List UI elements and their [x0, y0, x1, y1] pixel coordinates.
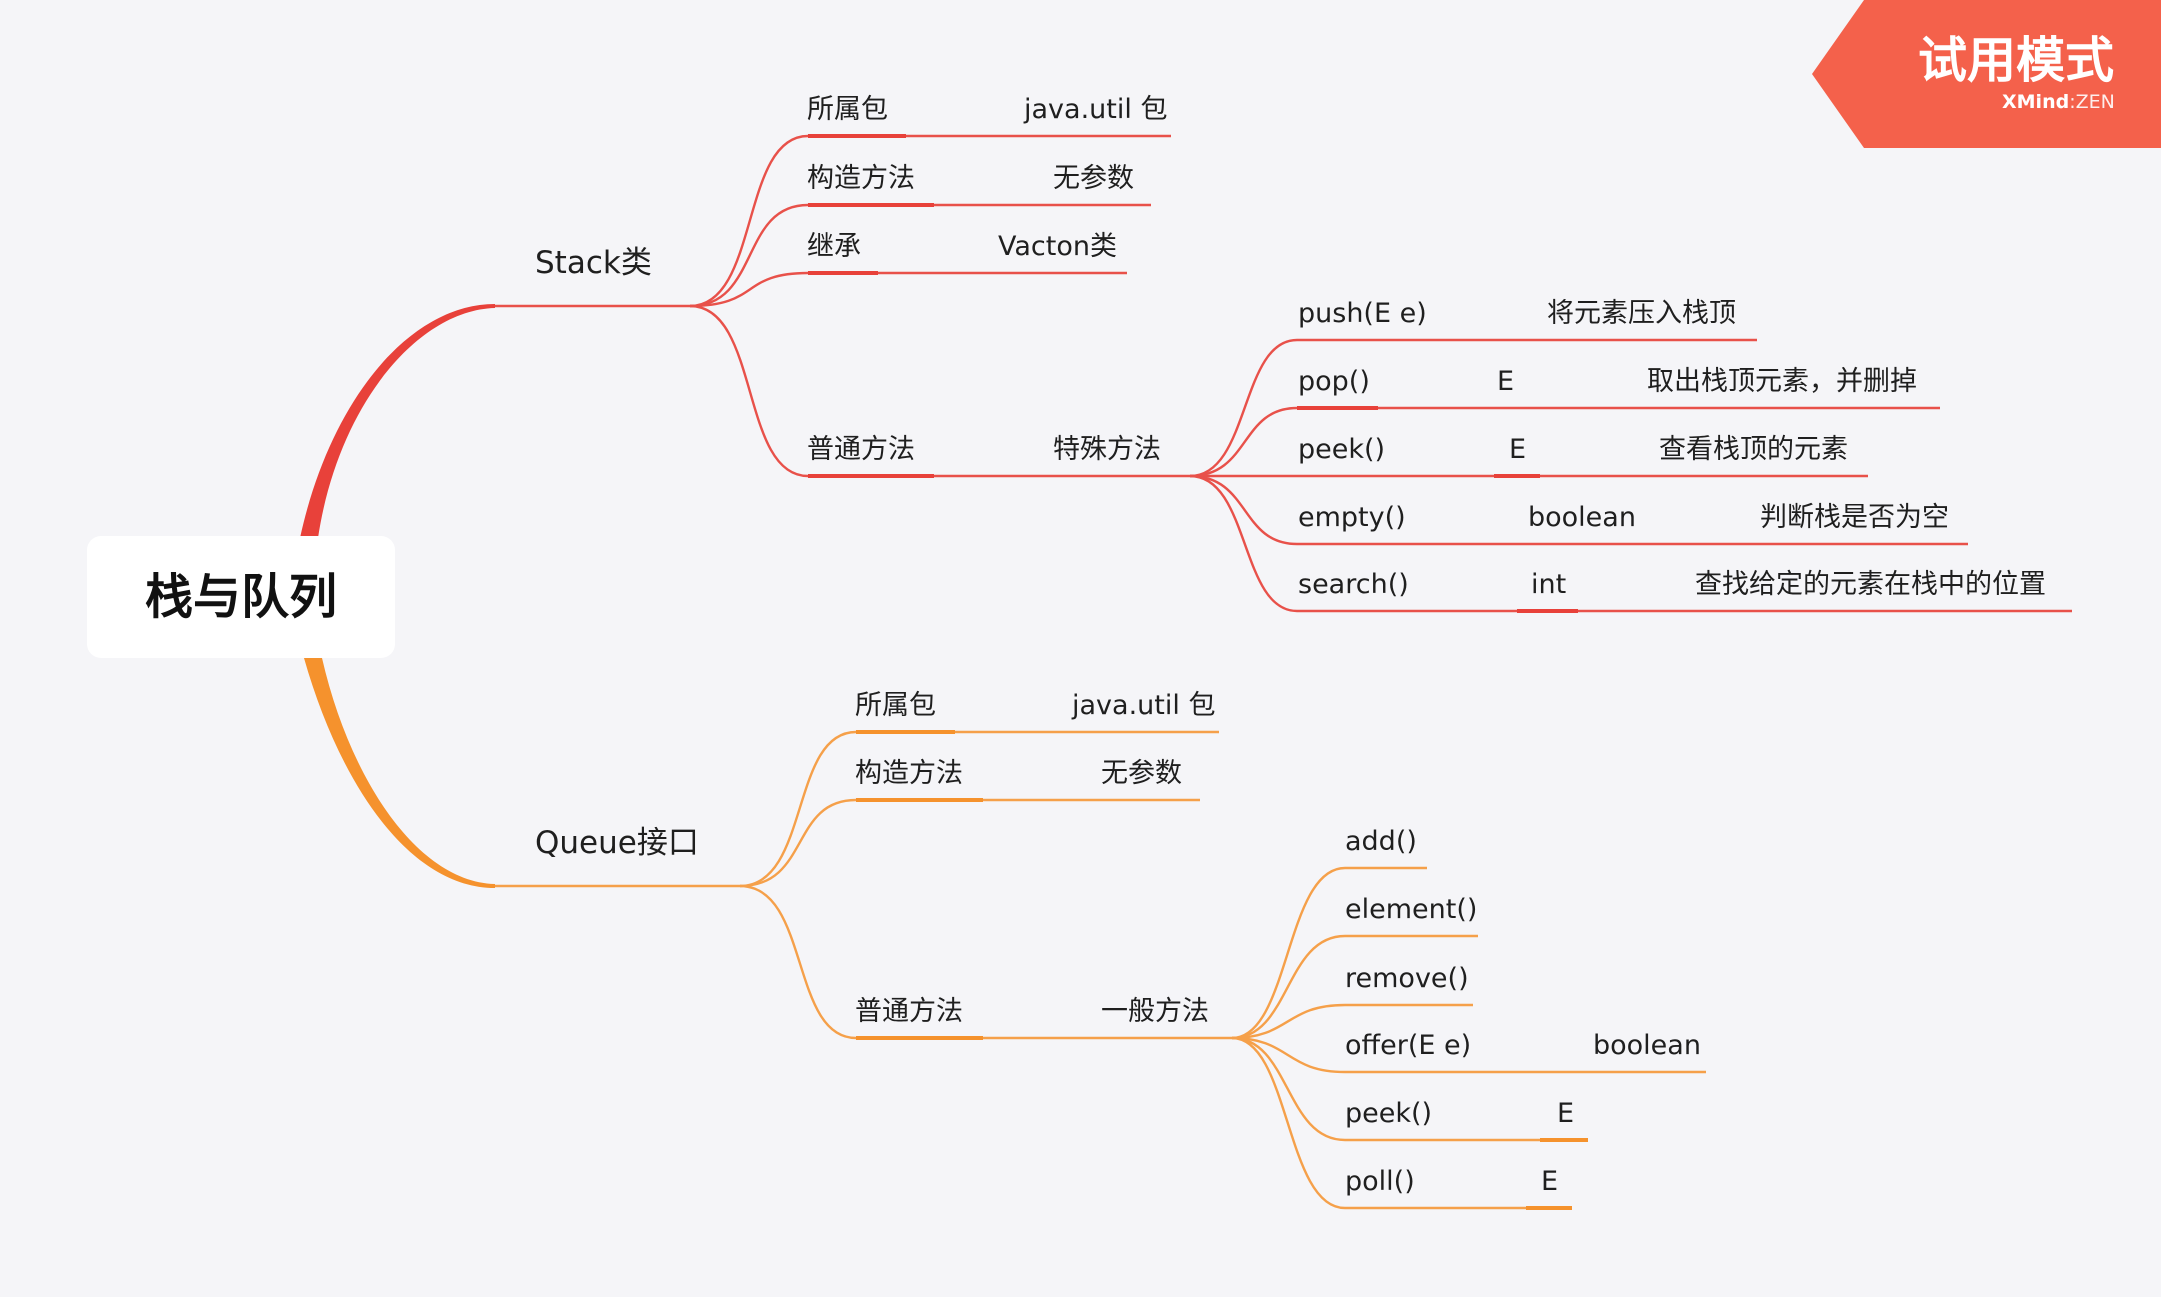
connector-stack-item-5: [1189, 474, 1298, 613]
trial-mode-title: 试用模式: [1918, 32, 2115, 89]
queue-method-ret[interactable]: E: [1541, 1166, 1559, 1197]
stack-emphasis-lines: [808, 134, 1578, 613]
queue-method-name[interactable]: poll(): [1345, 1166, 1415, 1197]
brand-separator: :: [2069, 91, 2076, 113]
queue-constructor-value[interactable]: 无参数: [1101, 758, 1182, 789]
stack-method-desc[interactable]: 查看栈顶的元素: [1659, 434, 1848, 465]
queue-emphasis-lines: [856, 730, 1588, 1210]
queue-method-name[interactable]: remove(): [1345, 963, 1469, 994]
queue-package-value[interactable]: java.util 包: [1072, 690, 1216, 721]
brand-light: ZEN: [2075, 91, 2115, 113]
stack-inherit-label[interactable]: 继承: [807, 231, 861, 262]
connector-queue-item-2: [1231, 934, 1346, 1040]
queue-connectors: [495, 730, 1706, 1210]
stack-method-ret[interactable]: int: [1531, 569, 1567, 600]
root-topic-label: 栈与队列: [144, 569, 337, 625]
connector-queue-methods: [739, 884, 857, 1040]
connector-stack-package: [689, 134, 809, 308]
stack-method-ret[interactable]: boolean: [1528, 502, 1636, 533]
stack-inherit-value[interactable]: Vacton类: [998, 231, 1117, 262]
connector-queue-item-6: [1231, 1036, 1346, 1210]
queue-method-name[interactable]: peek(): [1345, 1098, 1433, 1129]
stack-package-label[interactable]: 所属包: [807, 94, 888, 125]
connector-queue-constructor: [739, 798, 857, 888]
connector-root-queue: [304, 658, 495, 888]
connector-stack-constructor: [689, 203, 809, 308]
stack-topic[interactable]: Stack类: [535, 245, 652, 281]
stack-package-value[interactable]: java.util 包: [1024, 94, 1168, 125]
stack-method-name[interactable]: empty(): [1298, 502, 1406, 533]
trial-badge-shape: [1812, 0, 2161, 148]
stack-method-desc[interactable]: 取出栈顶元素，并删掉: [1647, 366, 1917, 397]
queue-method-name[interactable]: offer(E e): [1345, 1030, 1472, 1061]
trial-mode-badge[interactable]: [1812, 0, 2161, 148]
stack-connectors: [495, 134, 2072, 613]
queue-methods-group[interactable]: 一般方法: [1101, 996, 1209, 1027]
brand-bold: XMind: [2002, 91, 2070, 113]
stack-method-name[interactable]: push(E e): [1298, 298, 1427, 329]
stack-method-desc[interactable]: 查找给定的元素在栈中的位置: [1695, 569, 2046, 600]
connector-root-stack: [300, 304, 495, 538]
queue-method-name[interactable]: add(): [1345, 826, 1417, 857]
connector-queue-item-4: [1231, 1036, 1346, 1074]
connector-queue-package: [739, 730, 857, 888]
queue-method-ret[interactable]: boolean: [1593, 1030, 1701, 1061]
queue-methods-label[interactable]: 普通方法: [855, 996, 963, 1027]
stack-methods-group[interactable]: 特殊方法: [1053, 434, 1161, 465]
stack-method-name[interactable]: search(): [1298, 569, 1409, 600]
root-topic[interactable]: 栈与队列: [87, 536, 395, 658]
connector-queue-item-5: [1231, 1036, 1346, 1142]
connector-queue-item-1: [1231, 866, 1346, 1040]
stack-constructor-value[interactable]: 无参数: [1053, 163, 1134, 194]
queue-package-label[interactable]: 所属包: [855, 690, 936, 721]
queue-method-name[interactable]: element(): [1345, 894, 1478, 925]
queue-constructor-label[interactable]: 构造方法: [855, 758, 963, 789]
connector-stack-item-4: [1189, 474, 1298, 546]
queue-method-ret[interactable]: E: [1557, 1098, 1575, 1129]
stack-method-desc[interactable]: 将元素压入栈顶: [1547, 298, 1736, 329]
connector-stack-inherit: [689, 271, 809, 308]
stack-methods-label[interactable]: 普通方法: [807, 434, 915, 465]
stack-method-ret[interactable]: E: [1509, 434, 1527, 465]
stack-method-name[interactable]: peek(): [1298, 434, 1386, 465]
stack-method-name[interactable]: pop(): [1298, 366, 1370, 397]
connector-queue-item-3: [1231, 1003, 1346, 1040]
stack-method-ret[interactable]: E: [1497, 366, 1515, 397]
connector-stack-item-2: [1189, 406, 1298, 478]
connector-stack-item-1: [1189, 338, 1298, 478]
stack-constructor-label[interactable]: 构造方法: [807, 163, 915, 194]
queue-topic[interactable]: Queue接口: [535, 825, 699, 861]
connector-stack-methods: [689, 304, 809, 478]
stack-method-desc[interactable]: 判断栈是否为空: [1760, 502, 1949, 533]
trial-brand: XMind:ZEN: [2002, 93, 2115, 112]
